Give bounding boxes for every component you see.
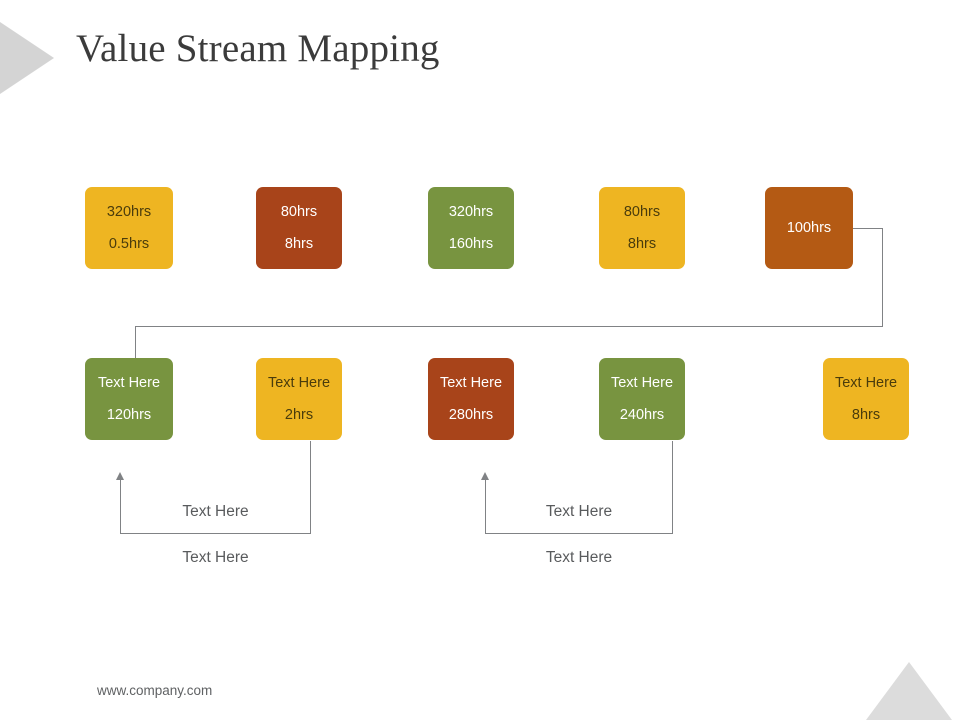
connector-long-horizontal [135, 326, 883, 327]
bottom-node-3-line1: Text Here [439, 375, 503, 391]
decorative-triangle-bottom-right [866, 662, 952, 720]
bottom-node-2-line2: 2hrs [284, 406, 314, 423]
bracket-right-outer-label: Text Here [545, 549, 613, 566]
bracket-right-leg-right [672, 441, 673, 533]
bottom-node-3-line2: 280hrs [448, 406, 494, 423]
bottom-node-4-line2: 240hrs [619, 406, 665, 423]
bottom-node-1-line2: 120hrs [106, 406, 152, 423]
bottom-node-2-line1: Text Here [267, 375, 331, 391]
top-node-2-line2: 8hrs [284, 235, 314, 252]
bottom-node-1-line1: Text Here [97, 375, 161, 391]
bracket-right-leg-left [485, 480, 486, 533]
top-node-3-line2: 160hrs [448, 235, 494, 252]
bracket-left-leg-left [120, 480, 121, 533]
bottom-node-4[interactable]: Text Here 240hrs [599, 358, 685, 440]
footer-company-url: www.company.com [97, 683, 213, 698]
top-node-1-line1: 320hrs [106, 204, 152, 220]
top-node-4-line2: 8hrs [627, 235, 657, 252]
bottom-node-5-line2: 8hrs [851, 406, 881, 423]
top-node-4[interactable]: 80hrs 8hrs [599, 187, 685, 269]
top-node-3-line1: 320hrs [448, 204, 494, 220]
connector-down-to-bottom1 [135, 326, 136, 359]
bracket-left-leg-right [310, 441, 311, 533]
decorative-arrow-top-left [0, 22, 54, 94]
bottom-node-5-line1: Text Here [834, 375, 898, 391]
top-node-5[interactable]: 100hrs [765, 187, 853, 269]
connector-right-down [882, 228, 883, 327]
top-node-5-line1: 100hrs [786, 219, 832, 236]
bracket-left-base [120, 533, 311, 534]
top-node-3[interactable]: 320hrs 160hrs [428, 187, 514, 269]
top-node-4-line1: 80hrs [623, 204, 661, 220]
bottom-node-5[interactable]: Text Here 8hrs [823, 358, 909, 440]
bracket-left-arrow-icon [115, 472, 124, 480]
top-node-1-line2: 0.5hrs [108, 235, 150, 252]
bottom-node-3[interactable]: Text Here 280hrs [428, 358, 514, 440]
page-title: Value Stream Mapping [76, 27, 440, 70]
bracket-right-arrow-icon [480, 472, 489, 480]
connector-top5-right-stub [853, 228, 883, 229]
top-node-1[interactable]: 320hrs 0.5hrs [85, 187, 173, 269]
bottom-node-4-line1: Text Here [610, 375, 674, 391]
bottom-node-1[interactable]: Text Here 120hrs [85, 358, 173, 440]
top-node-2-line1: 80hrs [280, 204, 318, 220]
bracket-right-inner-label: Text Here [545, 503, 613, 520]
top-node-2[interactable]: 80hrs 8hrs [256, 187, 342, 269]
bracket-left-outer-label: Text Here [182, 549, 249, 566]
bottom-node-2[interactable]: Text Here 2hrs [256, 358, 342, 440]
bracket-right-base [485, 533, 673, 534]
bracket-left-inner-label: Text Here [182, 503, 249, 520]
